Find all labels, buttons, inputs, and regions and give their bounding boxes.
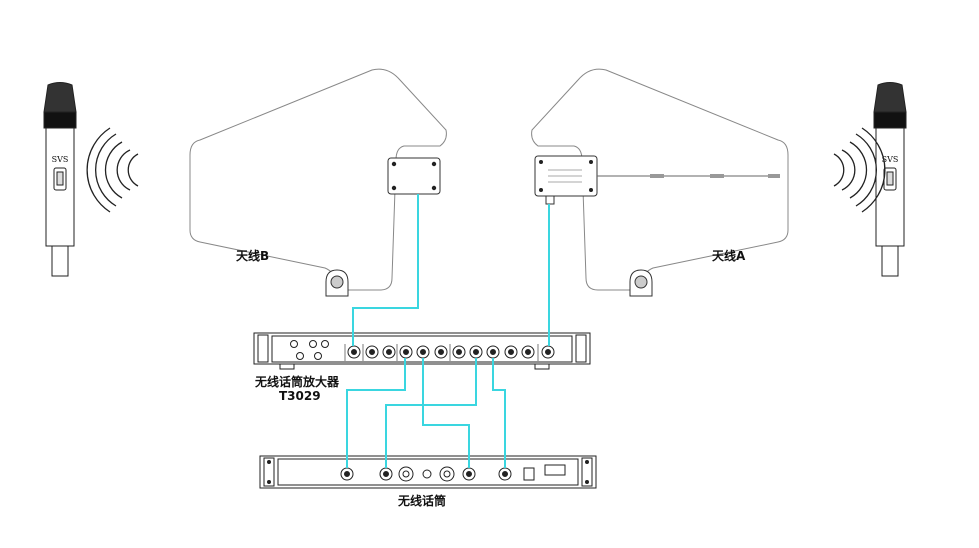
- antenna-b: [189, 68, 447, 297]
- antenna-a: [531, 68, 789, 297]
- radio-waves-left: [86, 127, 139, 213]
- receiver-unit: [259, 455, 597, 489]
- receiver-name-label: 无线话筒: [398, 494, 447, 508]
- mic-brand-label: SVS: [52, 155, 69, 164]
- mic-brand-label-right: SVS: [882, 155, 899, 164]
- antenna-a-label: 天线A: [712, 249, 746, 263]
- antenna-b-label: 天线B: [236, 249, 270, 263]
- amplifier-unit: [253, 332, 591, 370]
- amplifier-model-label: T3029: [279, 389, 321, 403]
- cable-antenna-b: [352, 194, 419, 346]
- amplifier-bnc-ports: [347, 345, 555, 359]
- cable-out-2: [422, 358, 470, 468]
- cable-out-1: [346, 358, 406, 468]
- receiver-ports: [340, 464, 566, 482]
- cable-out-4: [492, 358, 506, 468]
- radio-waves-right: [833, 127, 886, 213]
- microphone-left: SVS: [43, 82, 77, 277]
- cable-out-3: [385, 358, 477, 468]
- cables: [346, 194, 550, 468]
- microphone-right: SVS: [873, 82, 907, 277]
- amplifier-name-label: 无线话筒放大器: [255, 375, 340, 389]
